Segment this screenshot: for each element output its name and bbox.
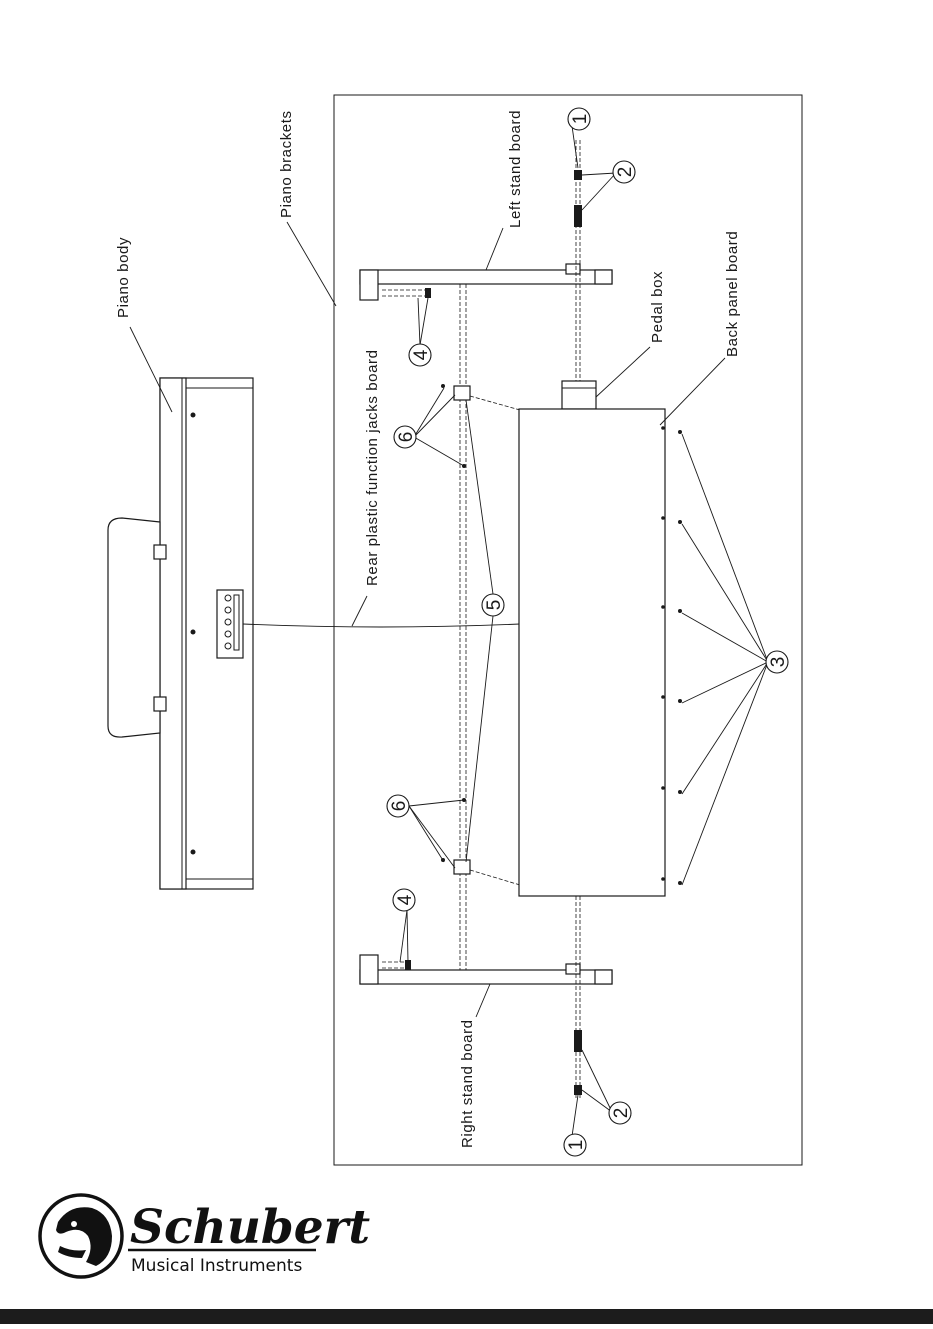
svg-text:4: 4 (395, 894, 416, 905)
footer-bar (0, 1309, 933, 1324)
right-stand-board (360, 955, 612, 984)
piano-body (108, 378, 253, 889)
callout-2-bottom: 2 (609, 1102, 632, 1124)
svg-text:Schubert: Schubert (130, 1200, 370, 1255)
label-pedal-box: Pedal box (649, 271, 666, 343)
svg-text:6: 6 (389, 801, 410, 812)
svg-text:4: 4 (411, 349, 432, 360)
label-back-panel-board: Back panel board (724, 231, 741, 357)
label-right-stand-board: Right stand board (459, 1019, 476, 1148)
callout-3: 3 (766, 651, 789, 673)
dog-head-icon (56, 1207, 112, 1266)
svg-text:3: 3 (768, 657, 789, 668)
callout-1-top: 1 (568, 108, 591, 130)
svg-text:6: 6 (396, 432, 417, 443)
label-piano-body: Piano body (115, 237, 132, 318)
svg-text:Musical Instruments: Musical Instruments (131, 1256, 302, 1276)
svg-text:1: 1 (566, 1140, 587, 1151)
back-panel-board (519, 409, 682, 896)
callout-2-top: 2 (613, 161, 636, 183)
pedal-box (562, 381, 596, 409)
schubert-logo: Schubert Musical Instruments (40, 1195, 370, 1277)
piano-bracket-right (382, 960, 411, 970)
svg-text:2: 2 (611, 1108, 632, 1119)
svg-text:5: 5 (484, 600, 505, 611)
piano-bracket-left (382, 288, 431, 298)
label-left-stand-board: Left stand board (507, 110, 524, 228)
rear-jacks-panel (217, 590, 243, 658)
callout-5: 5 (482, 594, 505, 616)
label-piano-brackets: Piano brackets (278, 110, 295, 218)
svg-text:1: 1 (570, 114, 591, 125)
callout-4-top: 4 (409, 344, 432, 366)
callout-1-bottom: 1 (564, 1134, 587, 1156)
svg-text:2: 2 (615, 167, 636, 178)
callout-6-bottom: 6 (387, 795, 410, 817)
callout-4-bottom: 4 (393, 889, 416, 911)
callout-6-top: 6 (394, 426, 417, 448)
label-rear-jacks-board: Rear plastic function jacks board (364, 349, 381, 586)
